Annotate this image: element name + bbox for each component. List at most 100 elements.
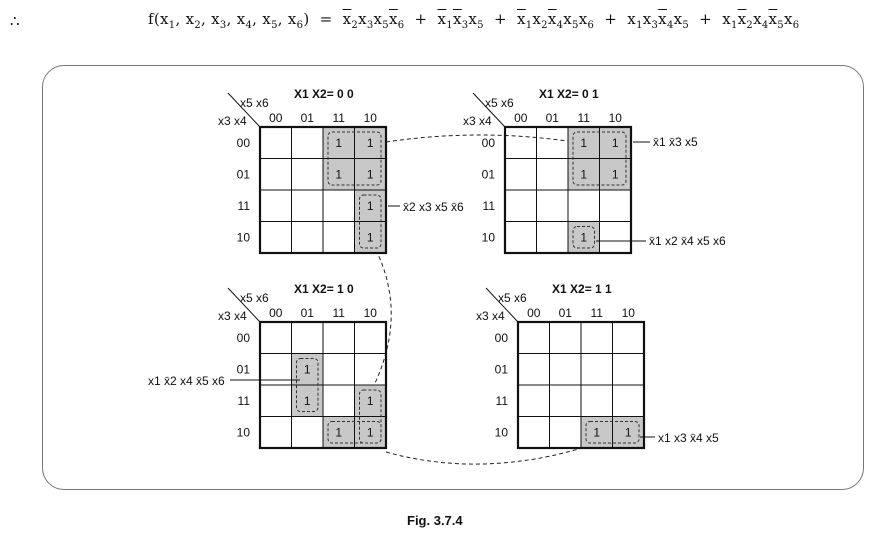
cell-one: 1 bbox=[367, 167, 374, 181]
cell-one: 1 bbox=[580, 136, 587, 150]
row-label: 10 bbox=[495, 425, 509, 439]
map-title: X1 X2= 1 0 bbox=[294, 282, 354, 296]
shaded-cell bbox=[599, 158, 631, 190]
col-label: 10 bbox=[609, 111, 623, 125]
cell-one: 1 bbox=[367, 136, 374, 150]
arc-bottom-maps bbox=[385, 447, 583, 465]
term-annotation: x̄1 x̄3 x5 bbox=[653, 135, 698, 149]
corner-diagonal bbox=[227, 287, 261, 323]
row-variables: x3 x4 bbox=[463, 114, 492, 128]
group-outline bbox=[327, 421, 382, 444]
row-label: 11 bbox=[496, 394, 509, 408]
map-border bbox=[516, 320, 646, 450]
arc-top-maps bbox=[385, 134, 575, 143]
row-label: 00 bbox=[237, 331, 251, 345]
boolean-equation: f(x1, x2, x3, x4, x5, x6) = x2x3x5x6 + x… bbox=[148, 10, 800, 31]
figure-caption: Fig. 3.7.4 bbox=[407, 513, 463, 528]
col-label: 01 bbox=[559, 306, 573, 320]
cell-one: 1 bbox=[304, 394, 311, 408]
col-label: 00 bbox=[269, 306, 283, 320]
map-title: X1 X2= 0 0 bbox=[294, 87, 354, 101]
col-label: 10 bbox=[364, 306, 378, 320]
group-outline bbox=[585, 421, 640, 444]
row-variables: x3 x4 bbox=[218, 309, 247, 323]
cell-one: 1 bbox=[625, 425, 632, 439]
term-annotation: x1 x̄2 x4 x̄5 x6 bbox=[148, 374, 225, 388]
equation-term-2: x1x3x5 bbox=[437, 10, 484, 31]
arc-left-maps bbox=[367, 249, 392, 398]
shaded-cell bbox=[354, 158, 386, 190]
group-outline bbox=[572, 131, 627, 186]
group-outline bbox=[296, 358, 319, 412]
col-label: 01 bbox=[301, 111, 315, 125]
map-border bbox=[258, 125, 388, 255]
row-label: 10 bbox=[237, 230, 251, 244]
equation-lhs: f(x1, x2, x3, x4, x5, x6) bbox=[148, 10, 310, 31]
col-label: 11 bbox=[578, 111, 591, 125]
row-label: 00 bbox=[495, 331, 509, 345]
equation-term-5: x1x2x4x5x6 bbox=[722, 10, 800, 31]
row-label: 10 bbox=[482, 230, 496, 244]
col-label: 11 bbox=[333, 306, 346, 320]
map-title: X1 X2= 1 1 bbox=[552, 282, 612, 296]
corner-diagonal bbox=[227, 92, 261, 128]
map-border bbox=[258, 320, 388, 450]
group-outline bbox=[359, 194, 382, 249]
cell-one: 1 bbox=[612, 136, 619, 150]
row-label: 01 bbox=[495, 362, 509, 376]
col-label: 00 bbox=[527, 306, 541, 320]
equation-term-3: x1x2x4x5x6 bbox=[516, 10, 595, 31]
equation-term-4: x1x3x4x5 bbox=[627, 10, 690, 31]
cell-one: 1 bbox=[580, 167, 587, 181]
term-annotation: x̄2 x3 x5 x̄6 bbox=[403, 200, 464, 214]
row-label: 11 bbox=[238, 394, 251, 408]
col-label: 11 bbox=[591, 306, 604, 320]
row-label: 11 bbox=[238, 199, 251, 213]
row-label: 10 bbox=[237, 425, 251, 439]
map-title: X1 X2= 0 1 bbox=[539, 87, 599, 101]
col-variables: x5 x6 bbox=[485, 96, 514, 110]
col-label: 10 bbox=[364, 111, 378, 125]
row-label: 00 bbox=[482, 136, 496, 150]
cell-one: 1 bbox=[367, 394, 374, 408]
row-label: 01 bbox=[482, 167, 496, 181]
row-label: 11 bbox=[483, 199, 496, 213]
col-variables: x5 x6 bbox=[240, 291, 269, 305]
cell-one: 1 bbox=[304, 362, 311, 376]
col-label: 00 bbox=[269, 111, 283, 125]
col-variables: x5 x6 bbox=[240, 96, 269, 110]
cell-one: 1 bbox=[580, 230, 587, 244]
diagram-frame bbox=[42, 65, 864, 490]
cell-one: 1 bbox=[367, 199, 374, 213]
row-label: 00 bbox=[237, 136, 251, 150]
cell-one: 1 bbox=[335, 136, 342, 150]
row-label: 01 bbox=[237, 167, 251, 181]
therefore-symbol: ∴ bbox=[10, 12, 20, 30]
col-variables: x5 x6 bbox=[498, 291, 527, 305]
col-label: 01 bbox=[301, 306, 315, 320]
row-label: 01 bbox=[237, 362, 251, 376]
cell-one: 1 bbox=[612, 167, 619, 181]
group-outline bbox=[572, 226, 595, 249]
corner-diagonal bbox=[472, 92, 506, 128]
cell-one: 1 bbox=[335, 425, 342, 439]
row-variables: x3 x4 bbox=[218, 114, 247, 128]
row-variables: x3 x4 bbox=[476, 309, 505, 323]
term-annotation: x1 x3 x̄4 x5 bbox=[658, 431, 719, 445]
cell-one: 1 bbox=[335, 167, 342, 181]
cell-one: 1 bbox=[367, 230, 374, 244]
col-label: 10 bbox=[622, 306, 636, 320]
corner-diagonal bbox=[485, 287, 519, 323]
col-label: 00 bbox=[514, 111, 528, 125]
annotations: x̄2 x3 x5 x̄6x̄1 x̄3 x5x̄1 x2 x̄4 x5 x6x… bbox=[148, 135, 726, 445]
group-outline bbox=[327, 131, 382, 186]
equation-term-1: x2x3x5x6 bbox=[342, 10, 405, 31]
cell-one: 1 bbox=[593, 425, 600, 439]
cell-one: 1 bbox=[367, 425, 374, 439]
col-label: 01 bbox=[546, 111, 560, 125]
